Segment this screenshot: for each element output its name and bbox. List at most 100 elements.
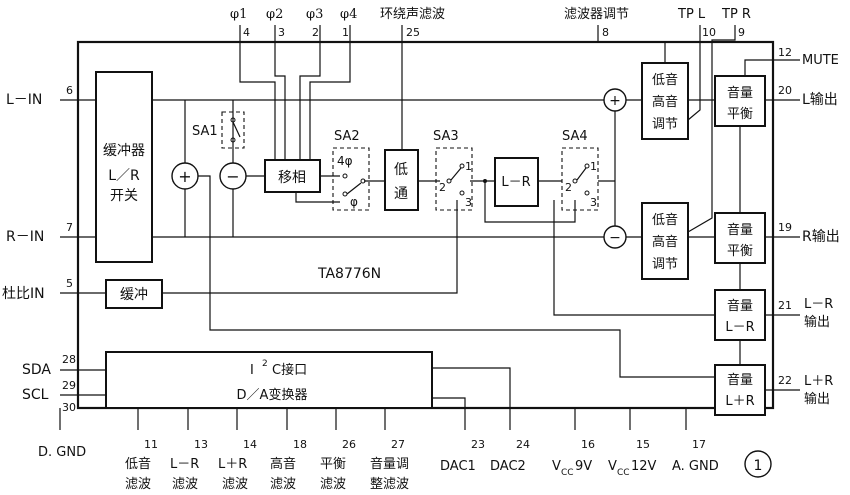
svg-text:音量: 音量 [727,298,753,314]
svg-text:27: 27 [391,438,405,451]
svg-text:CC: CC [561,468,574,478]
svg-text:3: 3 [465,196,472,209]
minus-circle-r: − [603,225,627,249]
svg-text:输出: 输出 [804,391,830,407]
svg-text:1: 1 [590,160,597,173]
svg-text:音量调: 音量调 [370,456,409,472]
svg-text:L／R: L／R [108,168,140,184]
svg-text:A. GND: A. GND [672,459,719,474]
diff-circle: − [219,162,247,190]
svg-text:12: 12 [778,46,792,59]
svg-text:I: I [250,363,254,378]
svg-text:φ1: φ1 [230,7,247,22]
svg-text:SA2: SA2 [334,129,360,144]
svg-text:L－R: L－R [501,175,530,190]
svg-text:滤波器调节: 滤波器调节 [564,7,629,22]
svg-text:4φ: 4φ [337,154,353,168]
svg-text:TP R: TP R [721,7,751,22]
svg-text:缓冲: 缓冲 [120,287,148,303]
svg-text:D. GND: D. GND [38,445,86,460]
svg-text:φ3: φ3 [306,7,323,22]
svg-text:9: 9 [738,26,745,39]
sum-circle: + [171,162,199,190]
svg-text:TP L: TP L [677,7,706,22]
svg-text:L－IN: L－IN [6,92,42,108]
svg-text:SCL: SCL [22,387,49,403]
svg-text:19: 19 [778,221,792,234]
svg-text:低音: 低音 [125,456,151,472]
svg-text:C接口: C接口 [272,362,307,378]
svg-text:滤波: 滤波 [222,477,248,492]
svg-text:18: 18 [293,438,307,451]
svg-text:28: 28 [62,353,76,366]
svg-text:平衡: 平衡 [320,457,346,472]
chip-name: TA8776N [317,266,381,282]
svg-text:L输出: L输出 [802,92,838,108]
svg-text:5: 5 [66,277,73,290]
switch-sa2: 4φ φ SA2 [332,129,370,211]
svg-text:L－R: L－R [804,297,833,312]
lowpass-block: 低 通 [384,149,419,211]
svg-text:环绕声滤波: 环绕声滤波 [380,7,445,22]
svg-text:杜比IN: 杜比IN [2,286,45,302]
svg-text:D／A变换器: D／A变换器 [237,387,308,403]
svg-text:高音: 高音 [270,456,296,472]
svg-text:CC: CC [617,468,630,478]
svg-text:−: − [226,167,239,186]
svg-text:21: 21 [778,299,792,312]
svg-text:SDA: SDA [22,362,51,378]
volume-balance-r-block: 音量 平衡 [714,212,766,264]
svg-text:+: + [609,93,621,109]
svg-text:26: 26 [342,438,356,451]
pin-numbers: 4 3 2 1 25 8 10 9 12 6 7 5 20 19 21 22 2… [62,26,792,451]
volume-lmr-block: 音量 L－R [714,289,766,341]
svg-text:3: 3 [278,26,285,39]
svg-text:L－R: L－R [170,457,199,472]
svg-text:+: + [178,167,191,186]
svg-text:DAC1: DAC1 [440,459,476,474]
svg-text:滤波: 滤波 [320,477,346,492]
svg-text:滤波: 滤波 [125,477,151,492]
svg-text:2: 2 [565,181,572,194]
svg-text:V: V [608,459,617,474]
output-labels: L输出 R输出 L－R 输出 L＋R 输出 [802,92,840,407]
tone-control-l-block: 低音 高音 调节 [641,62,689,140]
svg-text:φ4: φ4 [340,7,357,22]
switch-sa4: 2 1 3 SA4 [561,129,599,211]
svg-text:调节: 调节 [652,117,678,132]
svg-text:25: 25 [406,26,420,39]
i2c-dac-block: I 2 C接口 D／A变换器 [105,351,433,409]
svg-text:2: 2 [262,359,268,369]
svg-text:L＋R: L＋R [725,394,754,409]
svg-text:SA3: SA3 [433,129,459,144]
svg-text:音量: 音量 [727,372,753,388]
svg-text:3: 3 [590,196,597,209]
svg-text:SA4: SA4 [562,129,588,144]
svg-text:φ: φ [350,195,358,209]
svg-text:低音: 低音 [652,212,678,228]
svg-text:平衡: 平衡 [727,107,753,122]
svg-text:高音: 高音 [652,234,678,250]
svg-text:1: 1 [342,26,349,39]
svg-text:17: 17 [692,438,706,451]
svg-text:通: 通 [394,186,408,202]
svg-text:1: 1 [465,160,472,173]
svg-text:24: 24 [516,438,530,451]
svg-text:2: 2 [312,26,319,39]
svg-text:14: 14 [243,438,257,451]
svg-text:9V: 9V [575,459,592,474]
svg-text:7: 7 [66,221,73,234]
svg-text:12V: 12V [631,459,657,474]
signal-wires [59,25,800,430]
svg-text:音量: 音量 [727,222,753,238]
svg-text:6: 6 [66,84,73,97]
svg-text:23: 23 [471,438,485,451]
svg-text:音量: 音量 [727,85,753,101]
svg-text:φ2: φ2 [266,7,283,22]
svg-text:8: 8 [602,26,609,39]
input-labels: L－IN R－IN 杜比IN SDA SCL D. GND [2,92,86,460]
svg-text:移相: 移相 [278,170,306,186]
svg-text:滤波: 滤波 [270,477,296,492]
